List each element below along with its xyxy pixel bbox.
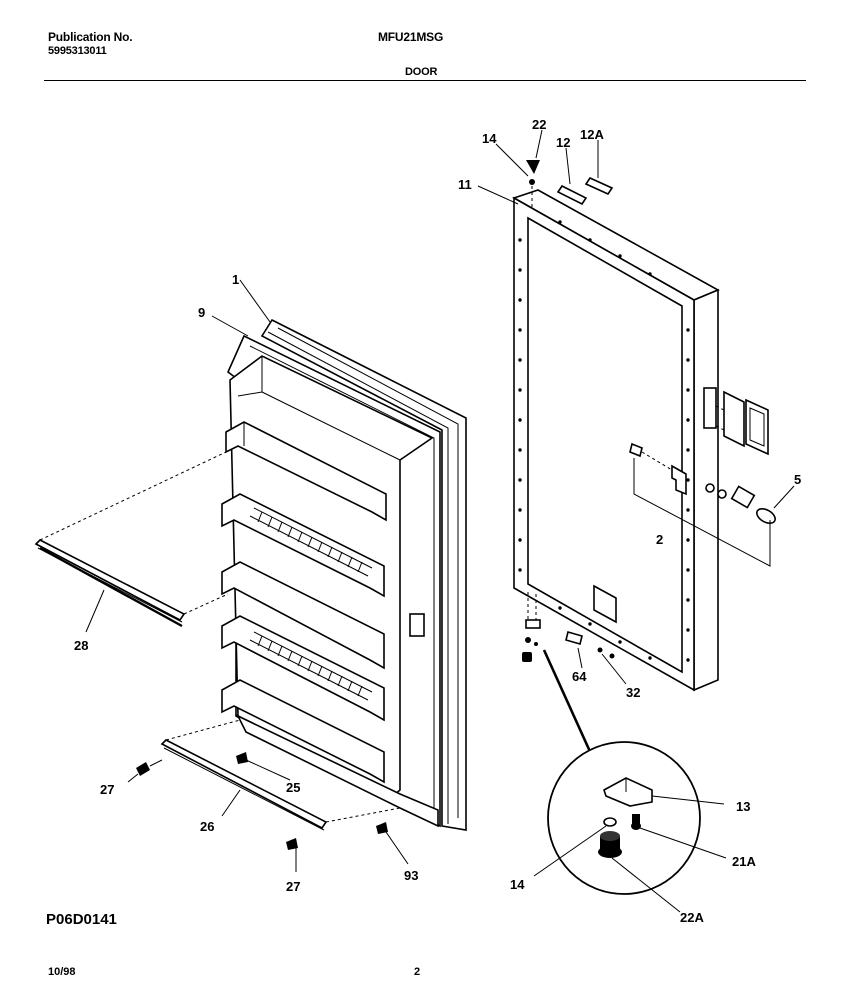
shelf-4-rack bbox=[249, 631, 373, 701]
hinge-plate-12 bbox=[556, 184, 588, 206]
leader-11 bbox=[477, 185, 519, 205]
lock-cylinder bbox=[730, 485, 756, 509]
callout-9: 9 bbox=[198, 305, 205, 320]
rail-28-guide-top bbox=[39, 451, 227, 541]
door-shelf-4 bbox=[221, 615, 385, 722]
leader-32 bbox=[601, 653, 627, 685]
leader-5 bbox=[773, 485, 795, 509]
top-hinge-parts bbox=[526, 160, 614, 210]
callout-21A: 21A bbox=[732, 854, 756, 869]
door-liner-bottom bbox=[236, 714, 439, 828]
lock-nut bbox=[717, 489, 727, 499]
leader-26 bbox=[221, 789, 241, 817]
figure-code: P06D0141 bbox=[46, 911, 117, 928]
publication-label: Publication No. bbox=[48, 30, 133, 44]
lock-key bbox=[756, 507, 776, 525]
door-liner-assembly bbox=[221, 318, 467, 831]
hinge-cap-22 bbox=[526, 160, 540, 174]
leader-14-detail bbox=[533, 825, 607, 877]
bracket-2 bbox=[633, 458, 771, 567]
screw-32a bbox=[597, 647, 603, 653]
callout-5: 5 bbox=[794, 472, 801, 487]
screw-25 bbox=[236, 752, 291, 781]
callout-25: 25 bbox=[286, 780, 300, 795]
callout-22: 22 bbox=[532, 117, 546, 132]
outer-door-panel bbox=[512, 189, 720, 692]
leader-21A bbox=[639, 827, 727, 859]
trim-26-guide-bottom bbox=[325, 807, 401, 823]
door-shelf-3 bbox=[221, 561, 385, 670]
door-shelf-1 bbox=[225, 421, 387, 522]
leader-22 bbox=[535, 129, 543, 159]
handle-bracket bbox=[723, 390, 745, 448]
hinge-detail-circle bbox=[547, 741, 701, 895]
leader-27-upper bbox=[127, 773, 139, 783]
lock-bracket bbox=[671, 464, 687, 496]
callout-11: 11 bbox=[458, 177, 472, 192]
callout-64: 64 bbox=[572, 669, 587, 684]
door-gasket-frame bbox=[260, 318, 467, 831]
publication-number: 5995313011 bbox=[48, 45, 107, 57]
hinge-washer-14 bbox=[529, 179, 535, 185]
callout-27-upper: 27 bbox=[100, 782, 114, 797]
bottom-hinge-cutout bbox=[593, 584, 617, 624]
liner-side-bracket bbox=[409, 613, 425, 637]
leader-9 bbox=[211, 315, 249, 337]
leader-28 bbox=[85, 589, 105, 633]
page-number: 2 bbox=[414, 966, 421, 978]
hinge-bushing-22A-small bbox=[522, 652, 532, 662]
callout-1: 1 bbox=[232, 272, 239, 287]
leader-12 bbox=[565, 147, 571, 185]
hinge-plate-12A bbox=[584, 176, 614, 196]
callout-28: 28 bbox=[74, 638, 88, 653]
callout-27-lower: 27 bbox=[286, 879, 300, 894]
detail-washer-14 bbox=[603, 817, 617, 827]
hinge-bracket-13-small bbox=[525, 619, 541, 629]
door-shelf-2 bbox=[221, 493, 385, 598]
shelf-rail-28 bbox=[34, 539, 186, 628]
door-frame-holes bbox=[518, 220, 690, 662]
callout-14-detail: 14 bbox=[510, 877, 525, 892]
bottom-hinge-small-parts bbox=[522, 592, 615, 662]
callout-14-top: 14 bbox=[482, 131, 497, 146]
handle-recess bbox=[703, 387, 717, 429]
callout-12A: 12A bbox=[580, 127, 604, 142]
screw-93 bbox=[376, 822, 409, 865]
callout-93: 93 bbox=[404, 868, 418, 883]
callout-22A: 22A bbox=[680, 910, 704, 925]
shelf-2-rack bbox=[249, 507, 373, 577]
header-divider bbox=[44, 80, 806, 81]
callout-12: 12 bbox=[556, 135, 570, 150]
door-inner-face bbox=[527, 216, 683, 674]
callout-26: 26 bbox=[200, 819, 214, 834]
rail-28-guide-bottom bbox=[183, 593, 229, 615]
leader-64 bbox=[577, 647, 583, 669]
trim-26-guide-top bbox=[165, 719, 241, 741]
callout-2: 2 bbox=[656, 532, 663, 547]
callout-32: 32 bbox=[626, 685, 640, 700]
leader-14-top bbox=[495, 143, 529, 177]
section-title: DOOR bbox=[405, 66, 438, 78]
screw-32b bbox=[609, 653, 615, 659]
screw-27-lower bbox=[286, 838, 298, 872]
detail-pointer bbox=[542, 649, 594, 757]
door-shelf-5 bbox=[221, 679, 385, 784]
leader-22A bbox=[611, 857, 681, 913]
footer-date: 10/98 bbox=[48, 966, 76, 978]
lock-washer bbox=[705, 483, 715, 493]
screw-27-upper bbox=[136, 759, 163, 776]
lock-clip bbox=[629, 442, 643, 458]
door-handle-parts bbox=[715, 390, 769, 456]
model-number: MFU21MSG bbox=[378, 30, 444, 44]
leader-13 bbox=[651, 795, 725, 805]
handle-grip bbox=[745, 398, 769, 456]
lock-assembly bbox=[629, 442, 776, 567]
leader-1 bbox=[239, 279, 271, 323]
spacer-64 bbox=[565, 631, 583, 645]
callout-13: 13 bbox=[736, 799, 750, 814]
